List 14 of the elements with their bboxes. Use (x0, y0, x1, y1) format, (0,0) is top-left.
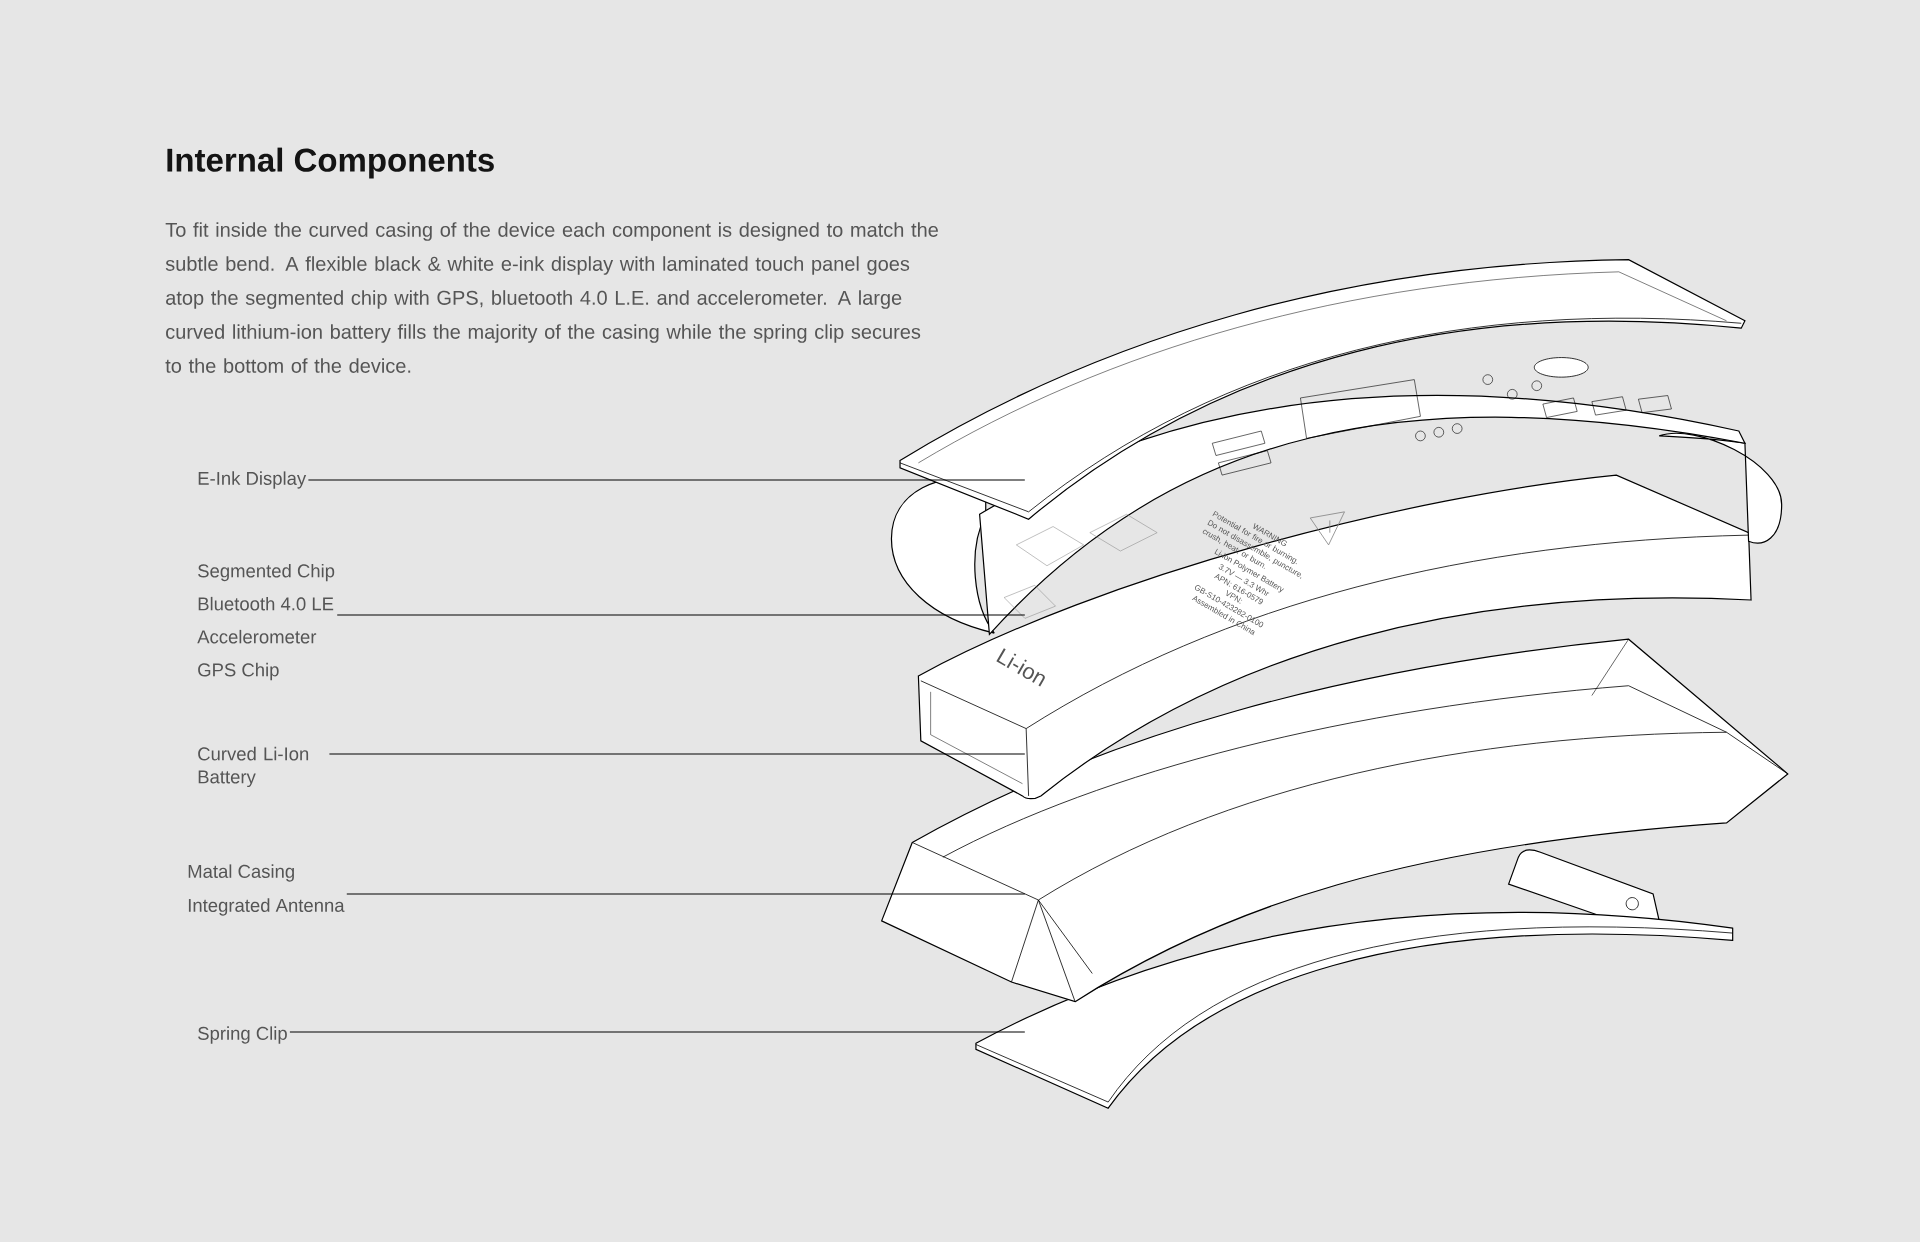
battery-drawing (917, 474, 1752, 800)
part-label: E-Ink Display (198, 471, 307, 489)
leader-line (346, 893, 1026, 895)
leader-line (336, 614, 1026, 616)
title: Internal Components (167, 147, 494, 179)
part-label: Spring Clip (198, 1026, 287, 1044)
part-label: Matal Casing Integrated Antenna (188, 864, 345, 916)
chip-band-drawing (890, 357, 1783, 635)
part-label: Segmented Chip Bluetooth 4.0 LE Accelerometer GPS Chip (197, 563, 335, 681)
spring-clip-drawing (975, 849, 1734, 1109)
description-text: To fit inside the curved casing of the device each component is designed to match the subtle bend. A flexible black & white e-ink display with laminated touch panel goes atop the segmented chip with GPS, bluetooth 4.0 L.E. and accelerometer. A large curved lithium-ion battery fills the majority of the casing while the spring clip secures to the bottom of the device. (165, 222, 938, 373)
leader-line (289, 1031, 1026, 1033)
part-label: Curved Li-Ion Battery (198, 746, 309, 788)
leader-line (328, 753, 1026, 755)
